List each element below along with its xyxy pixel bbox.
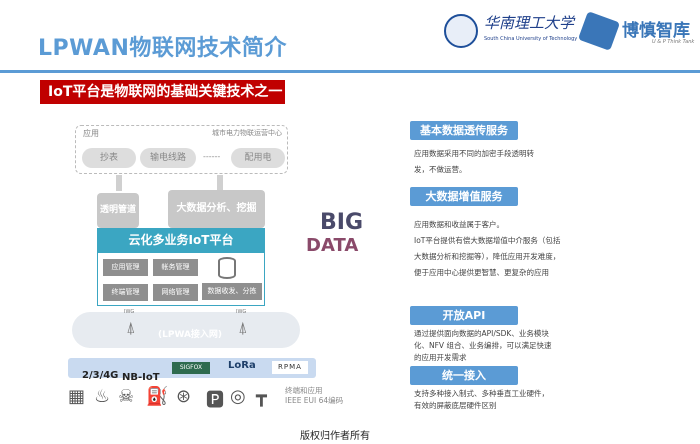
module-terminal-mgmt: 终端管理	[103, 284, 148, 301]
database-icon	[218, 257, 236, 279]
transparent-pipe: 透明管道	[97, 193, 139, 228]
terminal-caption: 终端和应用 IEEE EUI 64编码	[285, 386, 344, 405]
app-transmission: 输电线路	[140, 148, 196, 168]
bigdata-analysis: 大数据分析、挖掘	[168, 190, 265, 228]
service-desc-bigdata: 应用数据和收益属于客户。IoT平台提供有偿大数据增值中介服务（包括大数据分析和挖…	[414, 220, 561, 277]
sensor-icon: ◎	[230, 386, 246, 407]
service-title-api: 开放API	[410, 306, 518, 325]
hazard-icon: ☠	[118, 386, 135, 407]
tower-icon: ⍋	[126, 318, 136, 337]
module-billing-mgmt: 帐务管理	[153, 259, 198, 276]
updown-arrow-icon	[217, 175, 223, 191]
thinktank-logo: 博慎智库 U & P Think Tank	[577, 11, 698, 52]
university-seal-icon	[444, 14, 478, 48]
module-app-mgmt: 应用管理	[103, 259, 148, 276]
service-title-basic: 基本数据透传服务	[410, 121, 518, 140]
tech-sigfox: SIGFOX	[172, 362, 210, 374]
app-meter-reading: 抄表	[82, 148, 136, 168]
subtitle-banner: IoT平台是物联网的基础关键技术之一	[40, 80, 285, 104]
center-label: 城市电力物联运营中心	[212, 129, 282, 137]
app-ellipsis: ------	[203, 152, 221, 161]
parking-car-icon: 🅿	[206, 390, 224, 411]
application-layer-box	[75, 125, 288, 174]
service-title-bigdata: 大数据增值服务	[410, 187, 518, 206]
bigdata-wordcloud: BIG DATA	[306, 210, 364, 256]
page-title: LPWAN物联网技术简介	[38, 36, 287, 61]
lpwa-cloud	[72, 312, 300, 348]
title-divider	[0, 70, 700, 73]
iot-platform-header: 云化多业务IoT平台	[97, 228, 265, 253]
service-desc-access: 支持多种接入制式、多种垂直工业硬件，有效的屏蔽底层硬件区别	[414, 389, 549, 410]
iot-platform-body: 应用管理 帐务管理 终端管理 网络管理 数据收发、分拣	[97, 253, 265, 306]
fire-icon: ♨	[94, 386, 111, 407]
university-logo: 华南理工大学 South China University of Technol…	[440, 12, 580, 52]
service-desc-api: 通过提供面向数据的API/SDK、业务模块化、NFV 组合、业务编排，可以满足快…	[414, 329, 552, 362]
puzzle-icon	[577, 11, 621, 51]
tower-icon: ⍋	[238, 318, 248, 337]
tech-cellular: 2/3/4G	[82, 370, 119, 381]
copyright-footer: 版权归作者所有	[300, 431, 370, 442]
lpwa-network-label: (LPWA接入网)	[158, 330, 223, 340]
app-label: 应用	[83, 129, 99, 138]
plant-icon: ⊛	[176, 386, 192, 407]
pipe-valve-icon: ┳	[256, 386, 267, 407]
module-network-mgmt: 网络管理	[153, 284, 198, 301]
iwg-label: IWG	[236, 309, 247, 315]
app-distribution: 配用电	[231, 148, 285, 168]
module-data-dispatch: 数据收发、分拣	[202, 283, 262, 300]
tech-lora: LoRa	[228, 360, 256, 371]
tech-rpma: RPMA	[272, 361, 308, 374]
iwg-label: IWG	[124, 309, 135, 315]
service-title-access: 统一接入	[410, 366, 518, 385]
meter-icon: ▦	[68, 386, 86, 407]
service-desc-basic: 应用数据采用不同的加密手段透明转发，不做运营。	[414, 149, 534, 174]
oil-pump-icon: ⛽	[146, 386, 169, 407]
tech-nbiot: NB-IoT	[122, 372, 160, 383]
updown-arrow-icon	[116, 175, 122, 191]
